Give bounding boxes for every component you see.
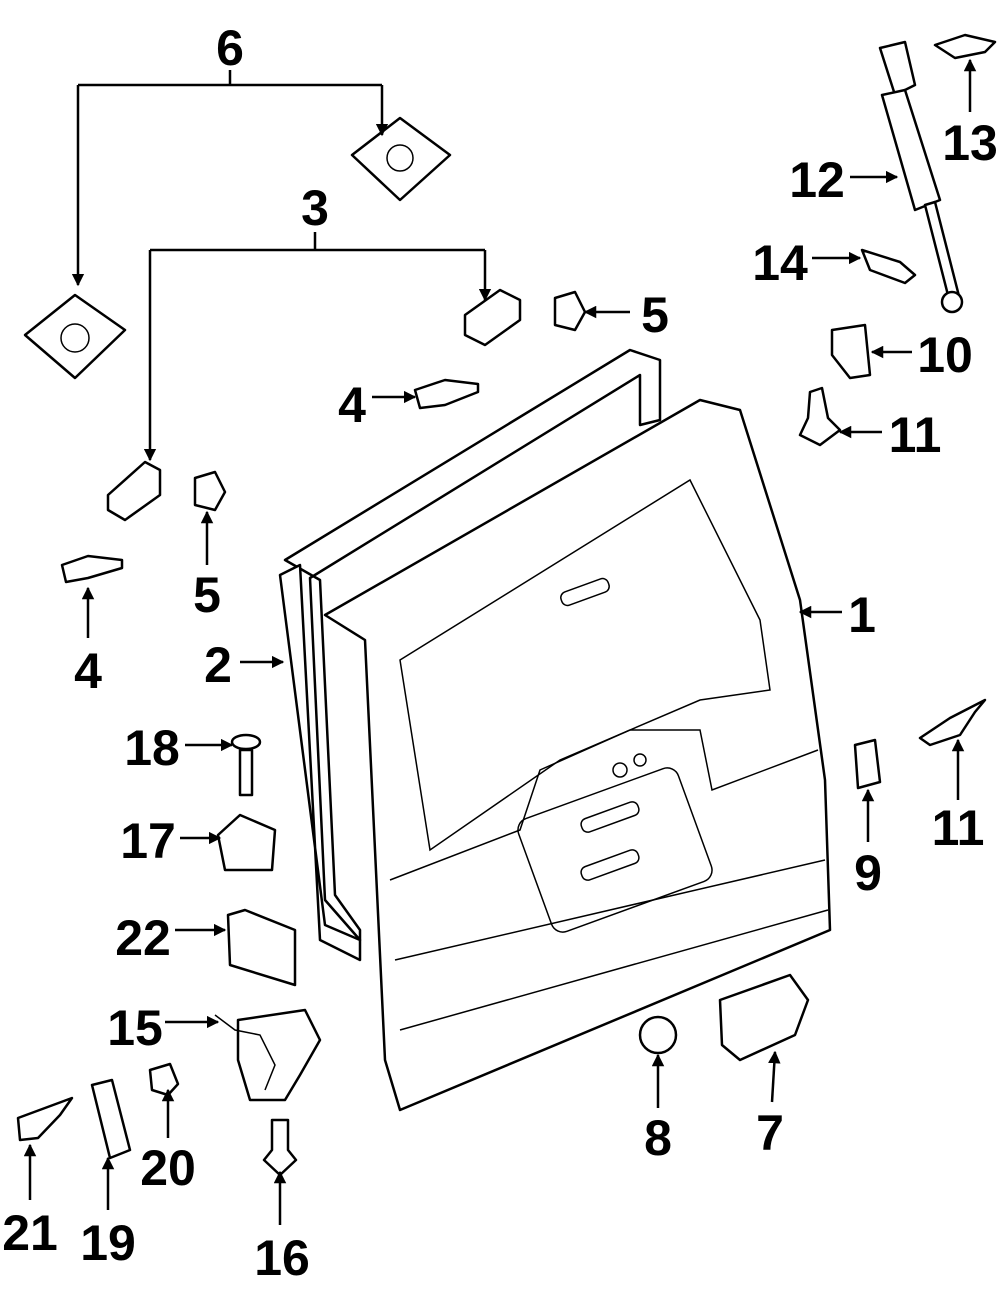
bolt-part: [918, 698, 987, 747]
screw-part: [230, 733, 262, 797]
callout-5: 5: [641, 287, 669, 343]
bolt-part: [798, 386, 842, 447]
callout-6: 6: [216, 20, 244, 76]
striker-part: [216, 813, 277, 872]
callout-9: 9: [854, 845, 882, 901]
gas-strut-part: [878, 40, 964, 314]
liftgate-part: [323, 398, 832, 1112]
callout-11: 11: [889, 407, 942, 463]
callout-21: 21: [2, 1205, 58, 1261]
callout-8: 8: [644, 1110, 672, 1166]
bracket-part: [830, 323, 872, 380]
bracket-part: [463, 288, 522, 347]
clip-part: [193, 470, 227, 512]
bolt-part: [413, 378, 480, 410]
callout-22: 22: [115, 910, 171, 966]
cover-part: [226, 908, 297, 987]
callout-4: 4: [74, 643, 102, 699]
bracket-part: [106, 460, 162, 522]
clip-part: [553, 290, 587, 332]
callout-2: 2: [204, 637, 232, 693]
callout-3: 3: [301, 180, 329, 236]
lamp-part: [23, 293, 127, 380]
weatherstrip-part: [278, 348, 662, 962]
callout-11: 11: [932, 800, 985, 856]
lamp-part: [350, 116, 452, 202]
bumper-part: [148, 1062, 180, 1097]
latch-part: [214, 1008, 322, 1102]
pad-part: [853, 738, 882, 790]
callout-15: 15: [107, 1000, 163, 1056]
callout-1: 1: [848, 587, 876, 643]
leader-lines: [23, 58, 977, 1225]
callout-12: 12: [789, 152, 845, 208]
callout-7: 7: [756, 1105, 784, 1161]
bumper-part: [860, 248, 917, 285]
plate-part: [90, 1078, 132, 1160]
callout-19: 19: [80, 1215, 136, 1271]
callout-5: 5: [193, 567, 221, 623]
bolt-part: [60, 554, 124, 584]
bolt-part: [16, 1096, 74, 1142]
callout-10: 10: [917, 327, 973, 383]
callout-20: 20: [140, 1140, 196, 1196]
bolt-part: [262, 1118, 298, 1177]
callout-17: 17: [120, 813, 176, 869]
callout-14: 14: [752, 235, 808, 291]
handle-part: [718, 973, 810, 1062]
callout-16: 16: [254, 1230, 310, 1286]
callout-4: 4: [338, 377, 366, 433]
bolt-part: [933, 33, 997, 60]
plug-part: [638, 1015, 678, 1055]
callout-18: 18: [124, 720, 180, 776]
callout-13: 13: [942, 115, 998, 171]
